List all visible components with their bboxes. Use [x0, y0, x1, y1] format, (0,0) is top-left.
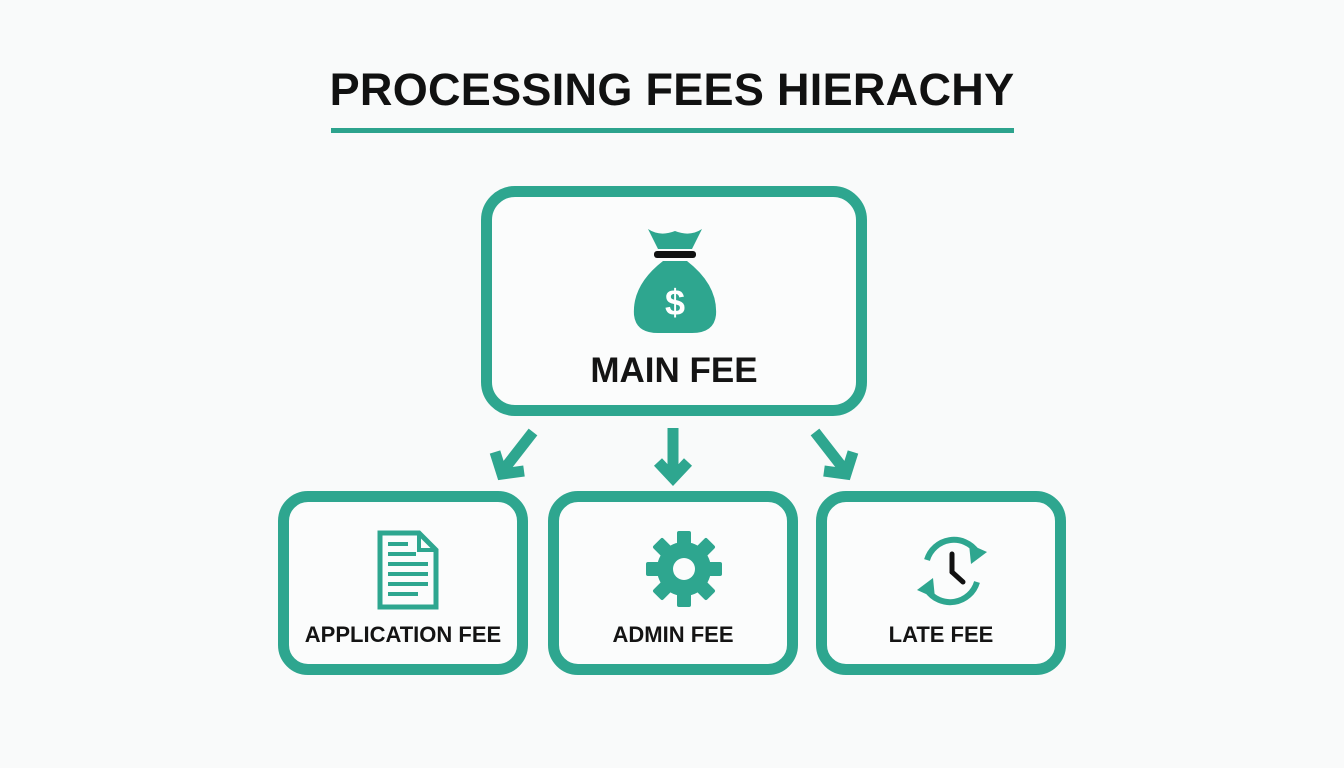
- main-fee-node: $ MAIN FEE: [481, 186, 867, 416]
- arrow-to-application-fee: [489, 428, 538, 481]
- late-fee-label: LATE FEE: [888, 622, 994, 647]
- late-fee-node: LATE FEE: [816, 491, 1066, 675]
- admin-fee-label: ADMIN FEE: [612, 622, 734, 647]
- main-fee-label: MAIN FEE: [590, 351, 758, 390]
- arrow-to-admin-fee: [653, 428, 693, 487]
- money-bag-dollar-icon: $: [633, 229, 717, 333]
- clock-refresh-icon: [917, 536, 987, 606]
- application-fee-node: APPLICATION FEE: [278, 491, 528, 675]
- diagram-title: PROCESSING FEES HIERACHY: [329, 64, 1015, 115]
- document-icon: [377, 530, 439, 610]
- application-fee-label: APPLICATION FEE: [304, 622, 502, 647]
- gear-icon: [646, 531, 722, 607]
- title-underline: [331, 128, 1014, 133]
- arrow-to-late-fee: [810, 428, 859, 481]
- admin-fee-node: ADMIN FEE: [548, 491, 798, 675]
- svg-text:$: $: [665, 282, 685, 323]
